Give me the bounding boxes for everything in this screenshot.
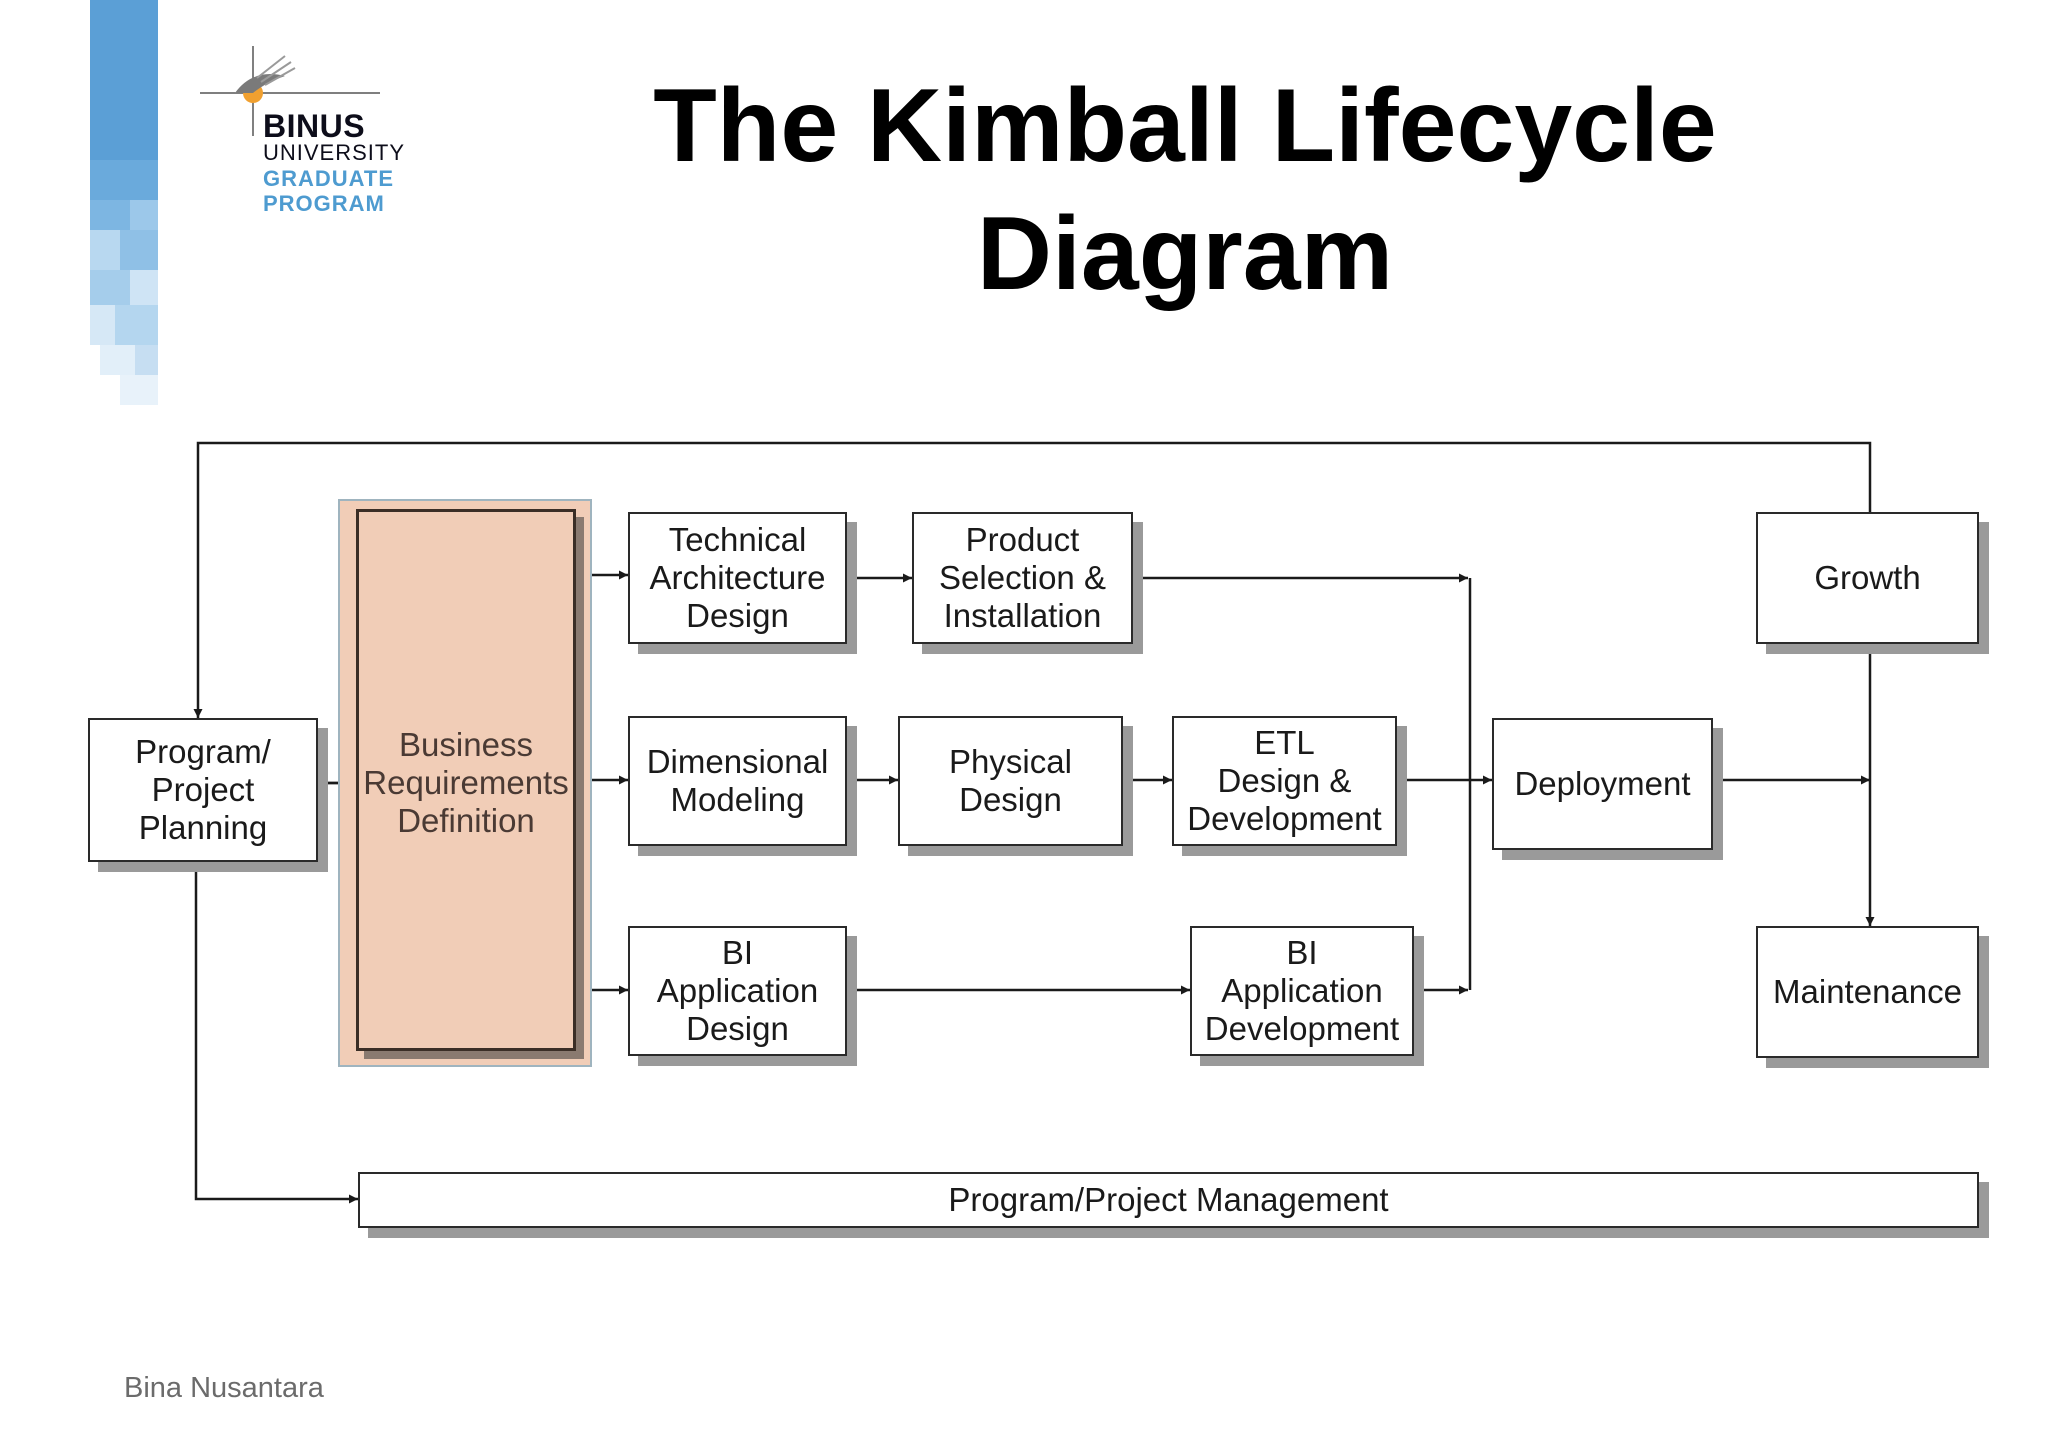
program-management-label: Program/Project Management <box>948 1181 1389 1218</box>
program-planning-box: Program/ Project Planning <box>88 718 318 862</box>
program-planning-label: Program/ Project Planning <box>135 733 271 846</box>
decorative-blue-strip <box>90 0 158 405</box>
physical-design-box: Physical Design <box>898 716 1123 846</box>
etl-design-box: ETL Design & Development <box>1172 716 1397 846</box>
dimensional-modeling-box: Dimensional Modeling <box>628 716 847 846</box>
logo-graduate-text: GRADUATE <box>263 166 395 191</box>
deployment-label: Deployment <box>1514 765 1691 802</box>
slide-title-line1: The Kimball Lifecycle <box>653 68 1717 184</box>
bi-application-development-label: BI Application Development <box>1204 934 1400 1047</box>
slide-footer: Bina Nusantara <box>124 1372 324 1404</box>
technical-architecture-box: Technical Architecture Design <box>628 512 847 644</box>
business-requirements-box: Business Requirements Definition <box>356 509 576 1051</box>
maintenance-label: Maintenance <box>1773 973 1962 1010</box>
product-selection-label: Product Selection & Installation <box>939 521 1106 634</box>
growth-label: Growth <box>1814 559 1921 596</box>
connector-planning-management <box>194 862 358 1204</box>
connector-growth-loop <box>193 441 1872 718</box>
binus-logo: BINUS UNIVERSITY GRADUATE PROGRAM <box>195 38 425 228</box>
slide-title: The Kimball Lifecycle Diagram <box>560 62 1810 318</box>
bi-application-development-box: BI Application Development <box>1190 926 1414 1056</box>
business-requirements-label: Business Requirements Definition <box>363 726 569 839</box>
slide-title-line2: Diagram <box>976 196 1394 312</box>
binus-emblem-icon <box>200 46 380 136</box>
dimensional-modeling-label: Dimensional Modeling <box>646 743 829 818</box>
product-selection-box: Product Selection & Installation <box>912 512 1133 644</box>
program-management-box: Program/Project Management <box>358 1172 1979 1228</box>
logo-university-text: UNIVERSITY <box>263 140 406 165</box>
maintenance-box: Maintenance <box>1756 926 1979 1058</box>
etl-design-label: ETL Design & Development <box>1187 724 1382 837</box>
deployment-box: Deployment <box>1492 718 1713 850</box>
logo-program-text: PROGRAM <box>263 191 385 216</box>
bi-application-design-label: BI Application Design <box>656 934 819 1047</box>
bi-application-design-box: BI Application Design <box>628 926 847 1056</box>
technical-architecture-label: Technical Architecture Design <box>649 521 826 634</box>
growth-box: Growth <box>1756 512 1979 644</box>
logo-binus-text: BINUS <box>263 108 366 144</box>
physical-design-label: Physical Design <box>949 743 1072 818</box>
